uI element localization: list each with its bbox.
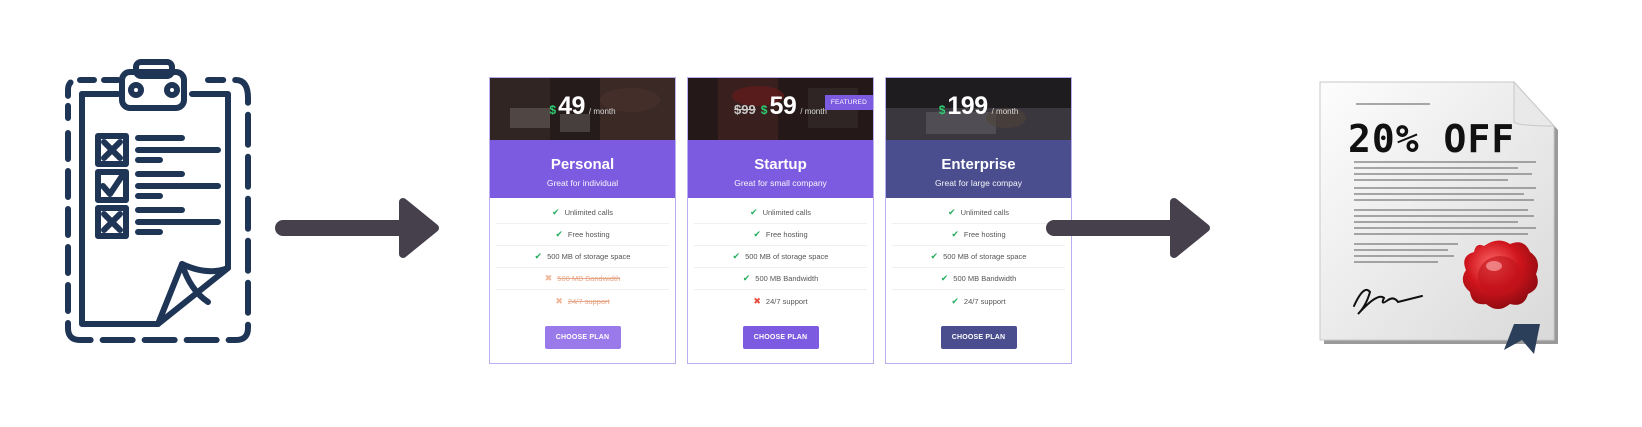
cross-icon: ✖ [753,295,761,306]
plan-subtitle: Great for large compay [935,178,1022,188]
cross-icon: ✖ [555,295,563,306]
price-amount: 59 [769,92,797,120]
feature-item: ✔Free hosting [496,224,669,246]
check-icon: ✔ [552,207,560,217]
check-icon: ✔ [742,273,751,283]
plan-header: Enterprise Great for large compay [886,140,1071,198]
check-icon: ✔ [750,207,758,217]
price-row: $ 199 / month [886,92,1071,121]
price-period: / month [588,107,616,116]
plan-photo: $ 49 / month [490,78,675,140]
price-amount: 199 [947,92,988,120]
choose-plan-button[interactable]: CHOOSE PLAN [544,326,621,349]
feature-item: ✔500 MB Bandwidth [694,268,867,290]
price-period: / month [991,107,1019,116]
feature-item: ✔500 MB of storage space [694,246,867,268]
plan-name: Enterprise [941,156,1016,173]
discount-text: 20% OFF [1348,117,1516,161]
plan-header: Personal Great for individual [490,140,675,198]
plan-photo: $99 $ 59 / month FEATURED [688,78,873,140]
feature-item: ✔500 MB Bandwidth [892,268,1065,290]
feature-list: ✔Unlimited calls ✔Free hosting ✔500 MB o… [886,198,1071,312]
feature-item: ✔500 MB of storage space [892,246,1065,268]
check-icon: ✔ [940,273,949,283]
check-icon: ✔ [555,229,563,239]
feature-item: ✔Unlimited calls [496,202,669,224]
price-period: / month [800,107,827,116]
choose-plan-button[interactable]: CHOOSE PLAN [940,326,1017,349]
price-row: $ 49 / month [490,92,675,121]
currency-symbol: $ [760,103,768,117]
plan-header: Startup Great for small company [688,140,873,198]
plan-photo: $ 199 / month [886,78,1071,140]
feature-item: ✔Unlimited calls [694,202,867,224]
price-amount: 49 [558,92,585,120]
check-icon: ✔ [534,251,543,261]
clipboard-checklist-icon [65,59,251,343]
pricing-card-personal: $ 49 / month Personal Great for individu… [489,77,676,364]
arrow-right-icon [1046,198,1210,258]
check-icon: ✔ [948,207,956,217]
pricing-card-enterprise: $ 199 / month Enterprise Great for large… [885,77,1072,364]
plan-subtitle: Great for individual [546,178,619,188]
check-icon: ✔ [951,229,959,239]
feature-item: ✔500 MB of storage space [496,246,669,268]
arrow-right-icon [275,198,439,258]
check-icon: ✔ [732,251,741,261]
feature-item: ✔Free hosting [694,224,867,246]
currency-symbol: $ [549,103,557,117]
plan-name: Personal [550,156,615,173]
old-price: $99 [734,102,756,117]
feature-list: ✔Unlimited calls ✔Free hosting ✔500 MB o… [490,198,675,312]
price-row: $99 $ 59 / month [688,92,873,121]
check-icon: ✔ [753,229,761,239]
feature-item: ✖24/7 support [753,295,808,306]
feature-item: ✖500 MB Bandwidth [496,268,669,290]
choose-plan-button[interactable]: CHOOSE PLAN [742,326,819,349]
cross-icon: ✖ [544,273,553,283]
feature-item: ✔Unlimited calls [892,202,1065,224]
feature-item: ✔24/7 support [951,295,1006,306]
plan-subtitle: Great for small company [734,178,827,188]
check-icon: ✔ [930,251,939,261]
currency-symbol: $ [938,103,946,117]
feature-list: ✔Unlimited calls ✔Free hosting ✔500 MB o… [688,198,873,312]
plan-name: Startup [754,156,807,173]
feature-item: ✖24/7 support [555,295,610,306]
feature-item: ✔Free hosting [892,224,1065,246]
certificate-icon [1319,80,1558,354]
pricing-card-startup: $99 $ 59 / month FEATURED Startup Great … [687,77,874,364]
check-icon: ✔ [951,295,959,306]
featured-badge: FEATURED [824,95,873,110]
